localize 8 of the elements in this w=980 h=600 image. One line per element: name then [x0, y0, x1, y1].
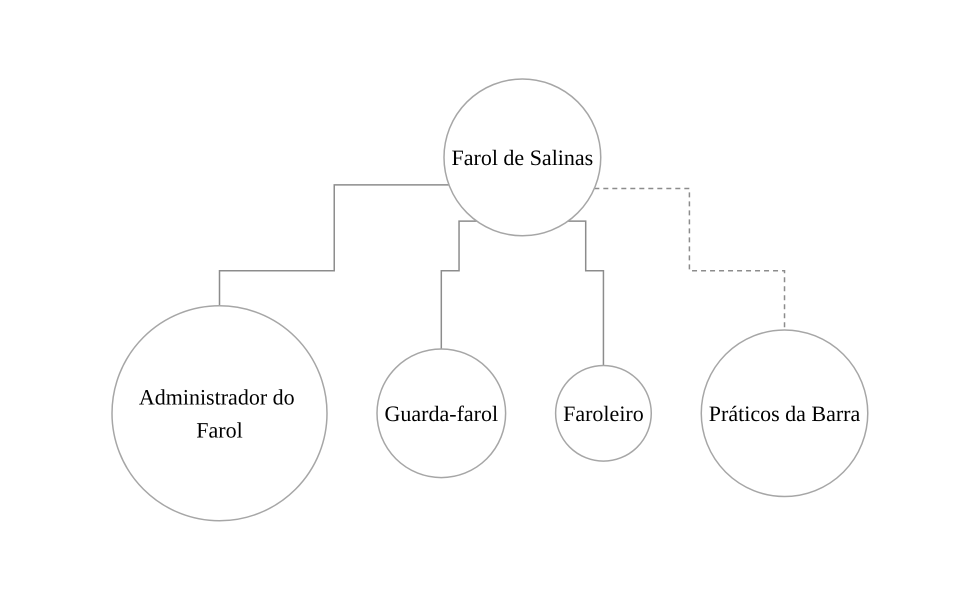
node-circle: Farol de Salinas: [443, 78, 602, 237]
node-circle: Guarda-farol: [376, 348, 506, 478]
node-circle: Administrador do Farol: [111, 305, 328, 522]
connector: [568, 220, 604, 366]
connector: [218, 184, 450, 307]
connector: [440, 220, 477, 350]
node-circle: Práticos da Barra: [700, 329, 869, 498]
node-circle: Faroleiro: [554, 364, 652, 462]
